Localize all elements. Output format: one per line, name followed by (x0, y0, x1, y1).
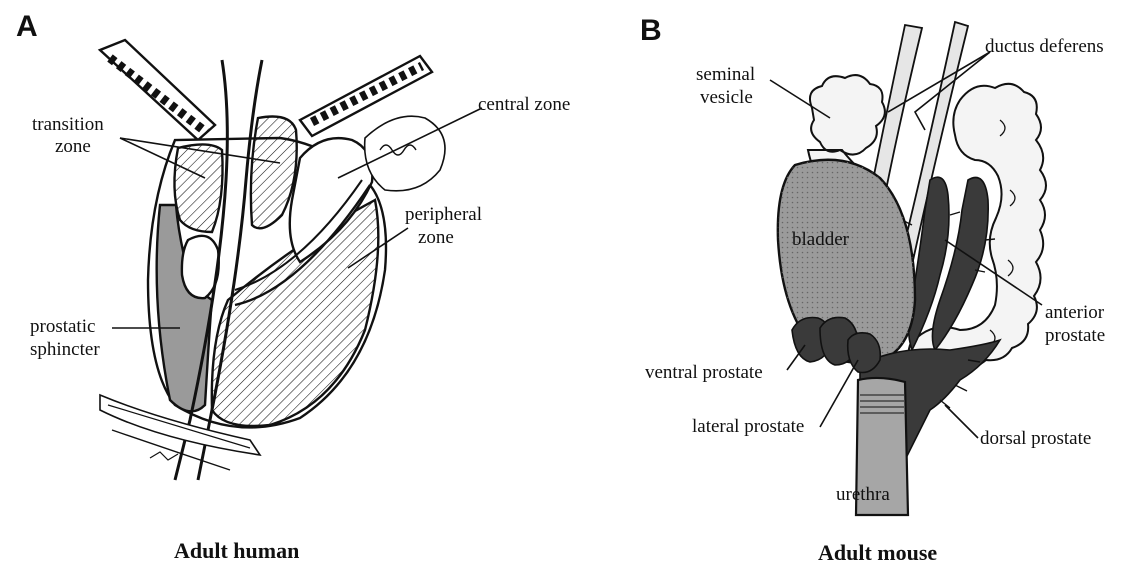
label-bladder: bladder (792, 229, 850, 250)
label-seminal-vesicle-line2: vesicle (700, 87, 753, 108)
label-urethra: urethra (836, 484, 890, 505)
panel-b: B (640, 14, 1105, 565)
label-dorsal-prostate: dorsal prostate (980, 428, 1091, 449)
label-transition-zone-line2: zone (55, 136, 91, 157)
label-anterior-prostate-line1: anterior (1045, 302, 1105, 323)
leader-dorsal-prostate (945, 405, 978, 438)
panel-a: A (16, 10, 570, 563)
label-anterior-prostate-line2: prostate (1045, 325, 1105, 346)
label-central-zone: central zone (478, 94, 570, 115)
seminal-vesicle-outline (365, 116, 445, 191)
label-peripheral-zone-line1: peripheral (405, 204, 482, 225)
panel-b-letter: B (640, 14, 662, 47)
label-transition-zone-line1: transition (32, 114, 104, 135)
leader-lateral-prostate (820, 360, 858, 427)
label-lateral-prostate: lateral prostate (692, 416, 804, 437)
label-peripheral-zone-line2: zone (418, 227, 454, 248)
panel-a-letter: A (16, 10, 38, 43)
lateral-prostate (848, 333, 881, 373)
label-ventral-prostate: ventral prostate (645, 362, 763, 383)
pelvic-tissue-upper-left (100, 40, 215, 140)
label-ductus-deferens: ductus deferens (985, 36, 1104, 57)
transition-zone-left (174, 144, 222, 232)
caption-adult-mouse: Adult mouse (818, 540, 937, 565)
label-prostatic-sphincter-line1: prostatic (30, 316, 95, 337)
label-seminal-vesicle-line1: seminal (696, 64, 755, 85)
caption-adult-human: Adult human (174, 538, 299, 563)
label-prostatic-sphincter-line2: sphincter (30, 339, 100, 360)
